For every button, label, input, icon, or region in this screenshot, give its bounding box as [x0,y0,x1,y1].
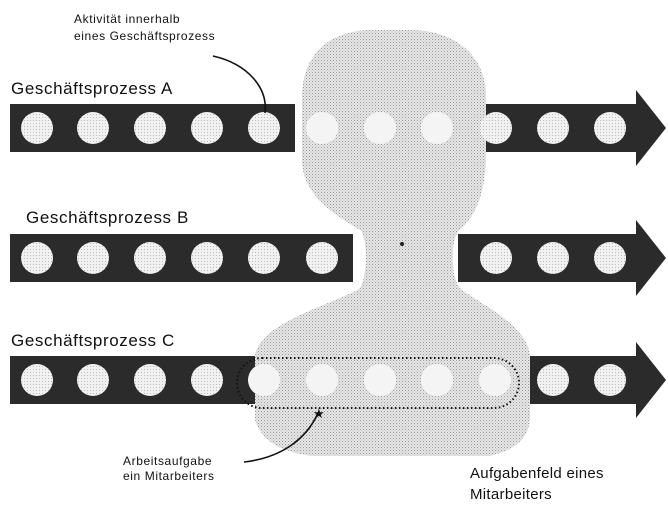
activity-circle [479,364,511,396]
process-a-label: Geschäftsprozess A [11,79,173,99]
process-c-label: Geschäftsprozess C [11,331,175,351]
center-dot [400,242,404,246]
activity-circle [21,364,53,396]
activity-circle [364,364,396,396]
activity-circle [134,242,166,274]
activity-annotation: Aktivität innerhalb eines Geschäftsproze… [74,12,215,44]
activity-annotation-line1: Aktivität innerhalb [74,12,215,27]
activity-circle [248,242,280,274]
task-pointer-star: ★ [313,407,325,422]
activity-circle [77,364,109,396]
activity-circle [21,242,53,274]
activity-circle [421,364,453,396]
activity-circle [134,112,166,144]
activity-circle [594,364,626,396]
activity-circle [191,112,223,144]
task-annotation-line2: ein Mitarbeiters [123,469,215,484]
activity-circle [421,112,453,144]
process-b-label: Geschäftsprozess B [26,208,189,228]
activity-circle [306,364,338,396]
employee-area-label: Aufgabenfeld eines Mitarbeiters [470,463,604,505]
activity-circle [248,364,280,396]
activity-circle [191,242,223,274]
activity-circle [306,112,338,144]
task-annotation-line1: Arbeitsaufgabe [123,454,215,469]
activity-circle [134,364,166,396]
activity-circle [191,364,223,396]
activity-circle [480,112,512,144]
employee-area-label-line2: Mitarbeiters [470,484,604,505]
activity-circle [21,112,53,144]
activity-circle [77,242,109,274]
activity-circle [537,242,569,274]
task-annotation: Arbeitsaufgabe ein Mitarbeiters [123,454,215,484]
activity-annotation-line2: eines Geschäftsprozess [74,29,215,44]
activity-circle [364,112,396,144]
activity-circle [306,242,338,274]
activity-circle [248,112,280,144]
activity-circle [480,242,512,274]
activity-circle [594,112,626,144]
employee-area-label-line1: Aufgabenfeld eines [470,463,604,484]
activity-circle [77,112,109,144]
activity-circle [594,242,626,274]
activity-circle [537,112,569,144]
activity-circle [537,364,569,396]
